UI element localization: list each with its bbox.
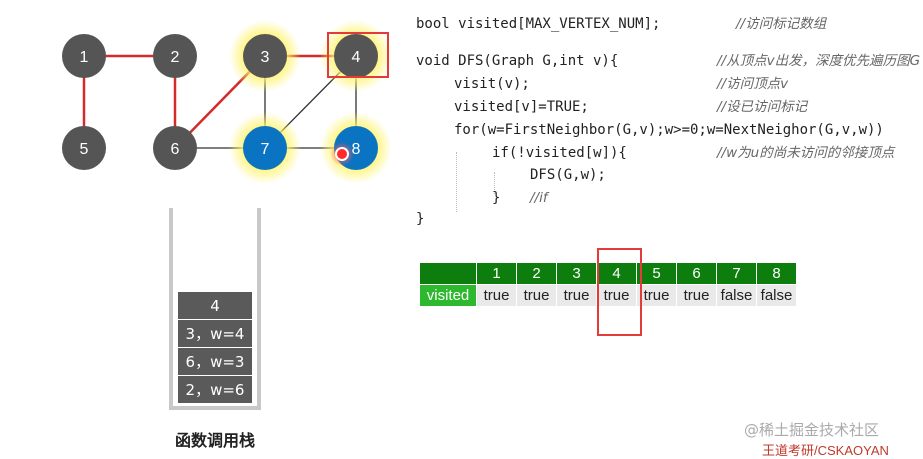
code-comment-4: //设已访问标记 xyxy=(717,99,808,115)
graph-node-label-8: 8 xyxy=(352,141,361,158)
graph-node-label-4: 4 xyxy=(352,49,361,66)
code-line-8: } xyxy=(492,190,501,206)
table-header-cell: 2 xyxy=(516,262,557,285)
code-line-2: void DFS(Graph G,int v){ xyxy=(416,53,619,69)
graph-node-1 xyxy=(62,34,106,78)
table-header-cell: 5 xyxy=(636,262,677,285)
watermark-wangdao: 王道考研/CSKAOYAN xyxy=(762,443,889,458)
code-line-6: if(!visited[w]){ xyxy=(492,145,627,161)
code-block: bool visited[MAX_VERTEX_NUM]; //访问标记数组 v… xyxy=(416,12,923,237)
graph-node-label-2: 2 xyxy=(171,49,180,66)
graph-diagram: 1 2 3 4 5 6 7 8 xyxy=(62,20,392,184)
code-line-3: visit(v); xyxy=(454,76,530,92)
table-header-row: 1 2 3 4 5 6 7 8 xyxy=(419,262,797,285)
stack-frame: 6，w=3 xyxy=(178,348,252,375)
table-cell: false xyxy=(756,284,797,307)
table-row: visited true true true true true true fa… xyxy=(419,284,797,307)
indent-guide xyxy=(456,152,457,212)
table-cell: true xyxy=(596,284,637,307)
table-header-cell: 7 xyxy=(716,262,757,285)
table-cell: false xyxy=(716,284,757,307)
stack-label: 函数调用栈 xyxy=(174,431,255,450)
table-corner xyxy=(419,262,477,285)
code-line-9: } xyxy=(416,211,425,227)
graph-node-label-6: 6 xyxy=(171,141,180,158)
table-header-cell: 4 xyxy=(596,262,637,285)
table-cell: true xyxy=(516,284,557,307)
code-comment-2: //从顶点v出发，深度优先遍历图G xyxy=(717,53,921,69)
code-comment-8: //if xyxy=(530,190,548,206)
watermark-juejin: @稀土掘金技术社区 xyxy=(744,421,880,439)
code-line-5: for(w=FirstNeighbor(G,v);w>=0;w=NextNeig… xyxy=(454,122,884,138)
table-cell: true xyxy=(556,284,597,307)
graph-node-3 xyxy=(243,34,287,78)
graph-node-6 xyxy=(153,126,197,170)
table-row-label: visited xyxy=(419,284,477,307)
code-line-4: visited[v]=TRUE; xyxy=(454,99,589,115)
stack-frame: 4 xyxy=(178,292,252,319)
stack-frame: 2，w=6 xyxy=(178,376,252,403)
table-header-cell: 1 xyxy=(476,262,517,285)
cursor-dot-core xyxy=(335,147,349,161)
code-comment-3: //访问顶点v xyxy=(717,76,789,92)
call-stack: 4 3，w=4 6，w=3 2，w=6 xyxy=(169,208,261,410)
code-comment-1: //访问标记数组 xyxy=(736,16,827,32)
graph-node-4 xyxy=(334,34,378,78)
table-header-cell: 6 xyxy=(676,262,717,285)
indent-guide xyxy=(494,172,495,194)
graph-node-2 xyxy=(153,34,197,78)
graph-node-5 xyxy=(62,126,106,170)
graph-node-label-5: 5 xyxy=(80,141,89,158)
visited-table: 1 2 3 4 5 6 7 8 visited true true true t… xyxy=(419,262,797,307)
graph-node-7 xyxy=(243,126,287,170)
table-cell: true xyxy=(636,284,677,307)
highlight-box-node-4 xyxy=(327,32,389,78)
code-comment-6: //w为u的尚未访问的邻接顶点 xyxy=(717,145,895,161)
graph-node-label-1: 1 xyxy=(80,49,89,66)
graph-node-label-3: 3 xyxy=(261,49,270,66)
highlight-box-column-4 xyxy=(597,248,642,336)
table-cell: true xyxy=(676,284,717,307)
graph-node-label-7: 7 xyxy=(261,141,270,158)
table-cell: true xyxy=(476,284,517,307)
table-header-cell: 3 xyxy=(556,262,597,285)
stack-frame: 3，w=4 xyxy=(178,320,252,347)
code-line-1: bool visited[MAX_VERTEX_NUM]; xyxy=(416,16,661,32)
table-header-cell: 8 xyxy=(756,262,797,285)
code-line-7: DFS(G,w); xyxy=(530,167,606,183)
